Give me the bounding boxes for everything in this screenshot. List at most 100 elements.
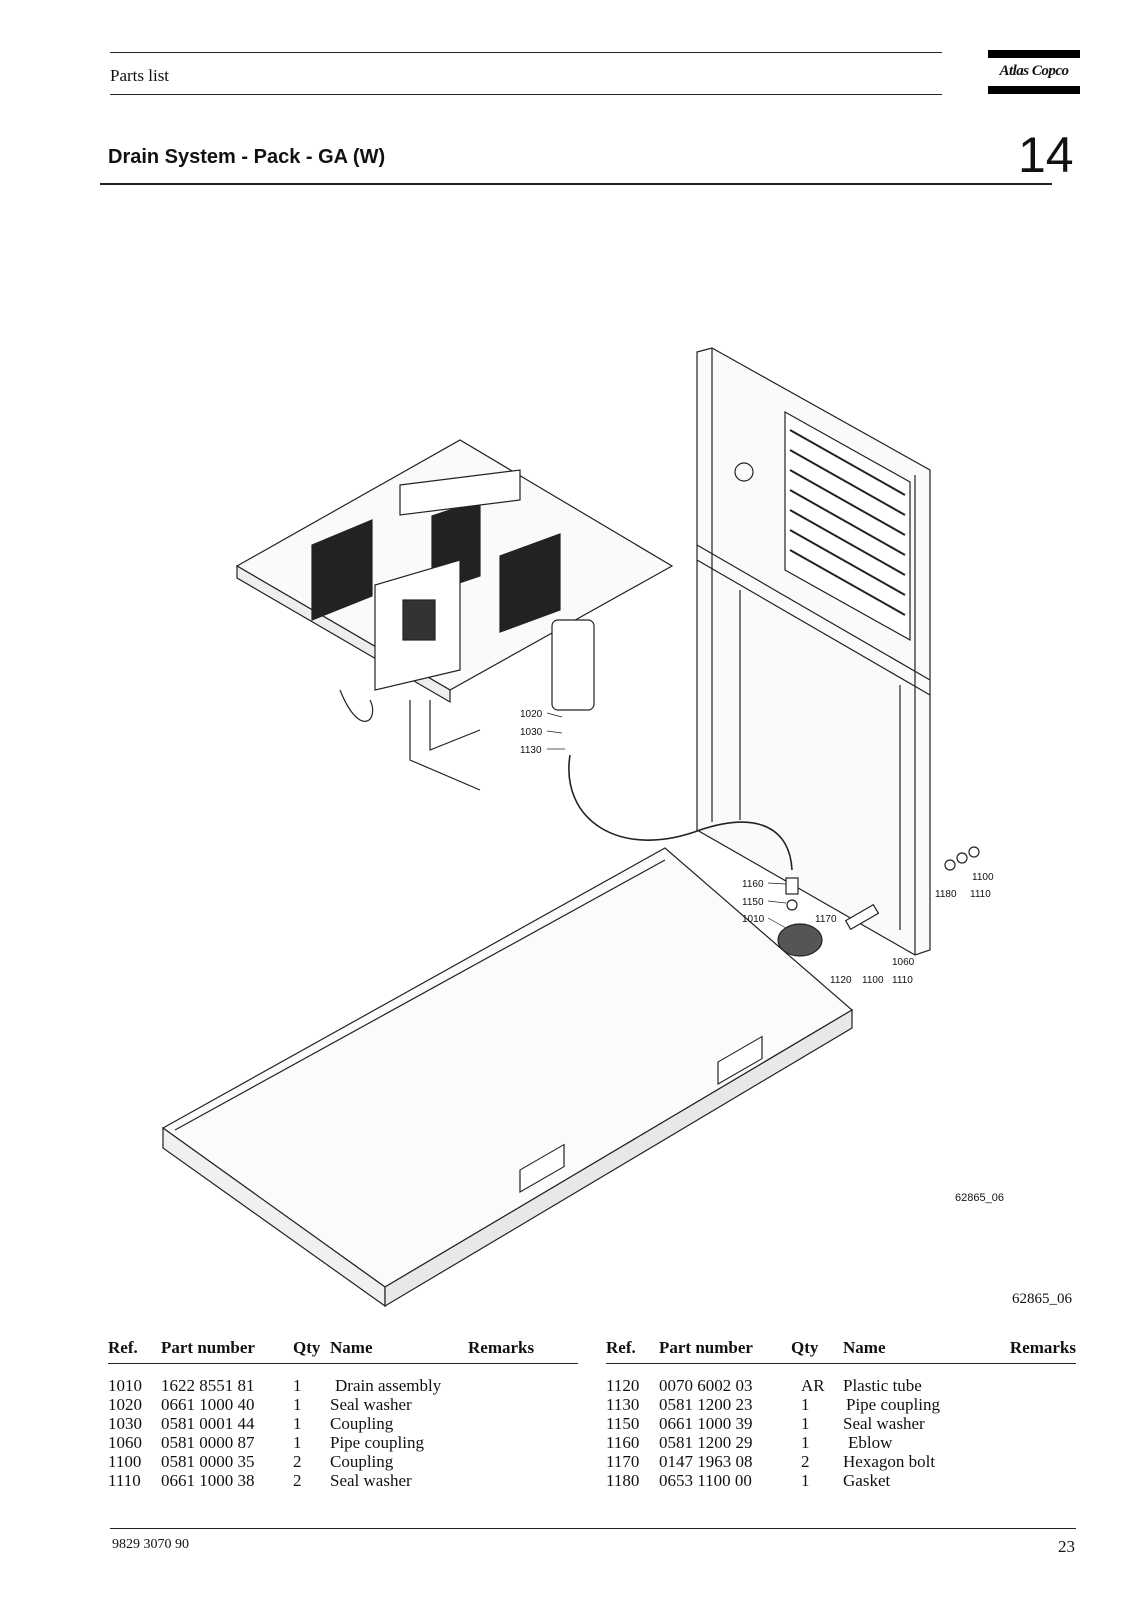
col-remarks-header: Remarks <box>966 1333 1076 1364</box>
callout-label: 1030 <box>520 727 543 738</box>
cell-ref: 1010 <box>108 1376 142 1395</box>
cell-remarks <box>966 1395 1076 1414</box>
cell-remarks <box>468 1414 578 1433</box>
table-header-row: Ref. Part number Qty Name Remarks <box>606 1333 1076 1364</box>
header-top-rule <box>110 52 942 53</box>
cell-ref: 1030 <box>108 1414 142 1433</box>
cell-ref: 1020 <box>108 1395 142 1414</box>
cell-qty: 2 <box>801 1452 810 1471</box>
col-name-header: Name <box>843 1333 966 1364</box>
table-row: 1030 0581 0001 44 1 Coupling <box>108 1414 578 1433</box>
cell-part-number: 0147 1963 08 <box>659 1452 753 1471</box>
cell-ref: 1110 <box>108 1471 141 1490</box>
col-qty-header: Qty <box>791 1333 843 1364</box>
logo-bar-bottom <box>988 86 1080 94</box>
col-remarks-header: Remarks <box>468 1333 578 1364</box>
table-row: 1110 0661 1000 38 2 Seal washer <box>108 1471 578 1490</box>
cell-qty: 1 <box>293 1376 302 1395</box>
cell-name: Drain assembly <box>335 1376 442 1395</box>
cell-part-number: 0661 1000 40 <box>161 1395 255 1414</box>
cell-remarks <box>468 1376 578 1395</box>
cell-name: Seal washer <box>330 1395 412 1414</box>
cell-part-number: 0661 1000 39 <box>659 1414 753 1433</box>
table-row: 1010 1622 8551 81 1 Drain assembly <box>108 1376 578 1395</box>
cell-qty: 2 <box>293 1452 302 1471</box>
section-number: 14 <box>1018 127 1074 183</box>
callout-label: 1100 <box>862 975 884 986</box>
header-label: Parts list <box>110 66 170 85</box>
table-row: 1100 0581 0000 35 2 Coupling <box>108 1452 578 1471</box>
logo-text: Atlas Copco <box>999 63 1069 79</box>
col-ref-header: Ref. <box>108 1333 161 1364</box>
table-row: 1020 0661 1000 40 1 Seal washer <box>108 1395 578 1414</box>
cell-remarks <box>468 1452 578 1471</box>
cell-remarks <box>966 1452 1076 1471</box>
cell-ref: 1160 <box>606 1433 640 1452</box>
col-name-header: Name <box>330 1333 468 1364</box>
vertical-frame <box>696 347 931 956</box>
cell-ref: 1130 <box>606 1395 640 1414</box>
cell-name: Hexagon bolt <box>843 1452 936 1471</box>
cell-part-number: 0581 1200 29 <box>659 1433 753 1452</box>
table-row: 1130 0581 1200 23 1 Pipe coupling <box>606 1395 1076 1414</box>
cell-part-number: 0581 0001 44 <box>161 1414 255 1433</box>
header-bottom-rule <box>110 94 942 95</box>
table-row: 1060 0581 0000 87 1 Pipe coupling <box>108 1433 578 1452</box>
cooler-plate <box>235 439 674 791</box>
callout-label: 1180 <box>935 889 957 900</box>
cell-ref: 1060 <box>108 1433 142 1452</box>
cell-qty: 2 <box>293 1471 302 1490</box>
cell-part-number: 0581 0000 35 <box>161 1452 255 1471</box>
cell-qty: 1 <box>801 1433 810 1452</box>
callout-label: 1120 <box>830 975 852 986</box>
callout-label: 1110 <box>892 975 913 986</box>
callout-label: 1060 <box>892 957 915 968</box>
cell-remarks <box>468 1433 578 1452</box>
cell-name: Gasket <box>843 1471 891 1490</box>
cell-name: Pipe coupling <box>846 1395 940 1414</box>
col-part-number-header: Part number <box>161 1333 293 1364</box>
cell-part-number: 0653 1100 00 <box>659 1471 752 1490</box>
cell-remarks <box>468 1395 578 1414</box>
document-number: 9829 3070 90 <box>112 1537 189 1552</box>
cell-qty: AR <box>801 1376 825 1395</box>
callout-label: 1160 <box>742 879 764 890</box>
cell-part-number: 0661 1000 38 <box>161 1471 255 1490</box>
table-row: 1150 0661 1000 39 1 Seal washer <box>606 1414 1076 1433</box>
cell-part-number: 0581 0000 87 <box>161 1433 255 1452</box>
callout-label: 1020 <box>520 709 543 720</box>
table-header-row: Ref. Part number Qty Name Remarks <box>108 1333 578 1364</box>
parts-table-right: Ref. Part number Qty Name Remarks 1120 0… <box>606 1333 1076 1490</box>
cell-qty: 1 <box>801 1471 810 1490</box>
cell-name: Plastic tube <box>843 1376 922 1395</box>
cell-part-number: 0070 6002 03 <box>659 1376 753 1395</box>
cell-ref: 1120 <box>606 1376 640 1395</box>
cell-part-number: 1622 8551 81 <box>161 1376 255 1395</box>
section-title: Drain System - Pack - GA (W) <box>108 146 386 168</box>
cell-part-number: 0581 1200 23 <box>659 1395 753 1414</box>
base-frame <box>161 847 854 1308</box>
cell-remarks <box>468 1471 578 1490</box>
callout-label: 1130 <box>520 745 542 756</box>
cell-ref: 1180 <box>606 1471 640 1490</box>
cell-remarks <box>966 1376 1076 1395</box>
title-rule <box>100 183 1052 185</box>
table-row: 1180 0653 1100 00 1 Gasket <box>606 1471 1076 1490</box>
footer-rule <box>110 1528 1076 1529</box>
cell-qty: 1 <box>293 1414 302 1433</box>
figure-code: 62865_06 <box>1012 1291 1072 1307</box>
cell-ref: 1100 <box>108 1452 142 1471</box>
table-row: 1170 0147 1963 08 2 Hexagon bolt <box>606 1452 1076 1471</box>
cell-qty: 1 <box>801 1414 810 1433</box>
cell-remarks <box>966 1433 1076 1452</box>
cell-qty: 1 <box>801 1395 810 1414</box>
cell-name: Seal washer <box>843 1414 925 1433</box>
parts-table-left: Ref. Part number Qty Name Remarks 1010 1… <box>108 1333 578 1490</box>
cell-ref: 1170 <box>606 1452 640 1471</box>
drain-assembly <box>777 846 980 957</box>
cell-name: Seal washer <box>330 1471 412 1490</box>
cell-name: Eblow <box>848 1433 893 1452</box>
cell-name: Pipe coupling <box>330 1433 424 1452</box>
col-ref-header: Ref. <box>606 1333 659 1364</box>
figure-code-inner: 62865_06 <box>955 1192 1004 1204</box>
